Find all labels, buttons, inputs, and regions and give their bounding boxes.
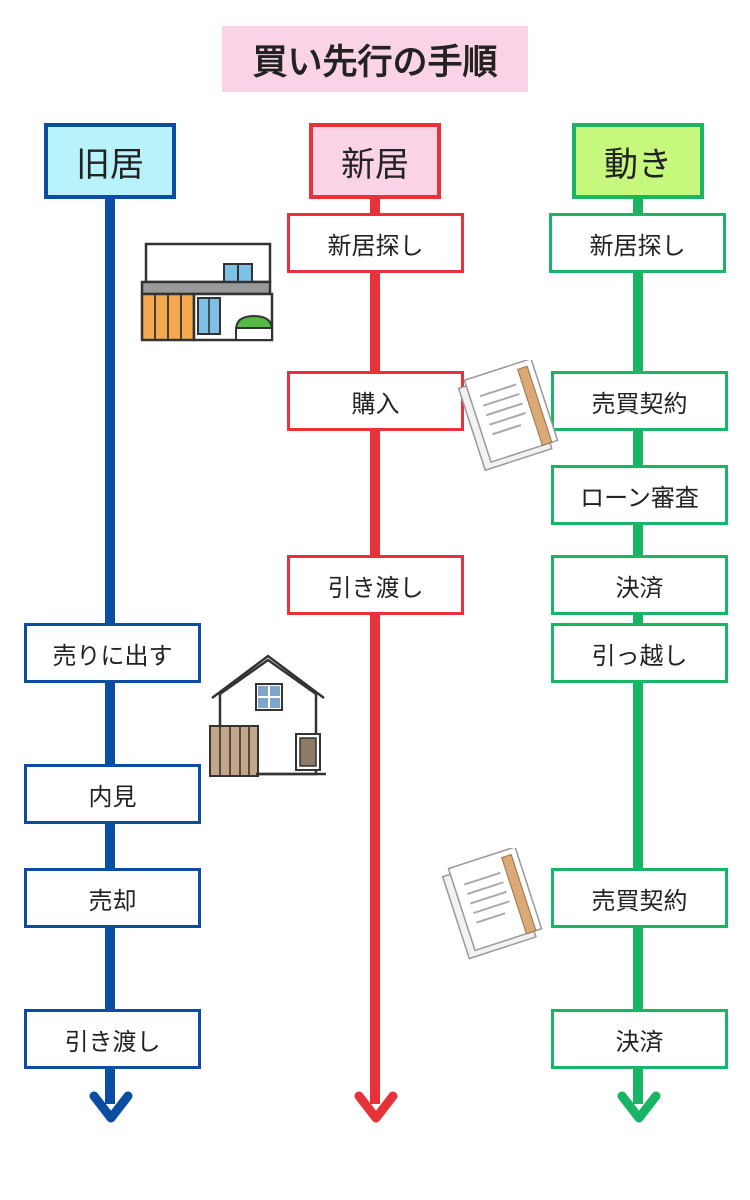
gabled-house-illustration bbox=[209, 654, 326, 777]
step-action-house-search: 新居探し bbox=[549, 213, 726, 273]
step-new-purchase: 購入 bbox=[287, 371, 464, 431]
modern-house-illustration bbox=[140, 242, 274, 342]
step-old-sale: 売却 bbox=[24, 868, 201, 928]
contract-documents-illustration bbox=[441, 848, 543, 960]
step-action-sales-contract: 売買契約 bbox=[551, 371, 728, 431]
arrow-down-icon bbox=[89, 1091, 133, 1123]
step-old-viewing: 内見 bbox=[24, 764, 201, 824]
step-old-list-for-sale: 売りに出す bbox=[24, 623, 201, 683]
step-action-settlement-2: 決済 bbox=[551, 1009, 728, 1069]
step-new-house-search: 新居探し bbox=[287, 213, 464, 273]
step-new-handover: 引き渡し bbox=[287, 555, 464, 615]
step-action-move: 引っ越し bbox=[551, 623, 728, 683]
step-action-sales-contract-2: 売買契約 bbox=[551, 868, 728, 928]
arrow-down-icon bbox=[354, 1091, 398, 1123]
step-action-settlement: 決済 bbox=[551, 555, 728, 615]
diagram-title: 買い先行の手順 bbox=[222, 26, 528, 92]
column-header-new: 新居 bbox=[309, 123, 441, 199]
step-old-handover: 引き渡し bbox=[24, 1009, 201, 1069]
arrow-down-icon bbox=[617, 1091, 661, 1123]
contract-documents-illustration bbox=[458, 360, 559, 472]
timeline-line-new bbox=[370, 199, 380, 1104]
column-header-action: 動き bbox=[572, 123, 704, 199]
column-header-old: 旧居 bbox=[44, 123, 176, 199]
step-action-loan-review: ローン審査 bbox=[551, 465, 728, 525]
